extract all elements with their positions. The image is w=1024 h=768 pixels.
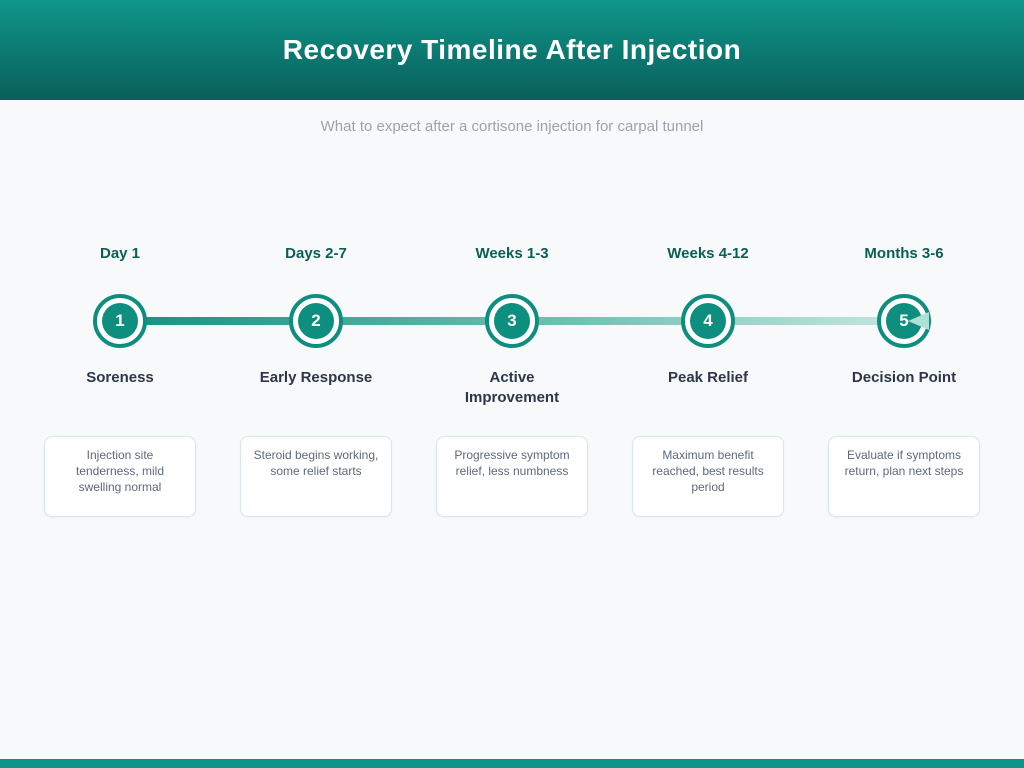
- page-subtitle: What to expect after a cortisone injecti…: [320, 118, 704, 135]
- timeline-nodes-row: 1 2 3 4 5: [22, 294, 1002, 354]
- stage-card-3: Progressive symptom relief, less numbnes…: [436, 436, 588, 517]
- timeline-arrowhead-icon: [908, 312, 929, 330]
- timeline-node-5: 5: [877, 294, 931, 348]
- stage-card-1: Injection site tenderness, mild swelling…: [44, 436, 196, 517]
- header-banner: Recovery Timeline After Injection: [0, 0, 1024, 100]
- timeline-node-4: 4: [681, 294, 735, 348]
- stage-title-4: Peak Relief: [667, 369, 749, 386]
- timeline-dates-row: Day 1 Days 2-7 Weeks 1-3 Weeks 4-12 Mont…: [22, 245, 1002, 267]
- stage-number-3: 3: [494, 303, 530, 339]
- stage-title-2: Early Response: [259, 369, 373, 386]
- stage-description-3: Progressive symptom relief, less numbnes…: [454, 448, 570, 478]
- stage-date-3: Weeks 1-3: [475, 245, 549, 262]
- stage-card-2: Steroid begins working, some relief star…: [240, 436, 392, 517]
- page-title: Recovery Timeline After Injection: [282, 34, 742, 65]
- timeline-cards-row: Injection site tenderness, mild swelling…: [22, 436, 1002, 517]
- stage-number-1: 1: [102, 303, 138, 339]
- timeline: Day 1 Days 2-7 Weeks 1-3 Weeks 4-12 Mont…: [22, 245, 1002, 517]
- stage-date-4: Weeks 4-12: [667, 245, 749, 262]
- stage-card-5: Evaluate if symptoms return, plan next s…: [828, 436, 980, 517]
- stage-number-4: 4: [690, 303, 726, 339]
- stage-description-2: Steroid begins working, some relief star…: [253, 448, 379, 478]
- stage-title-5: Decision Point: [851, 369, 957, 386]
- stage-number-2: 2: [298, 303, 334, 339]
- stage-card-4: Maximum benefit reached, best results pe…: [632, 436, 784, 517]
- stage-description-1: Injection site tenderness, mild swelling…: [75, 448, 165, 494]
- stage-description-5: Evaluate if symptoms return, plan next s…: [844, 448, 964, 478]
- stage-date-5: Months 3-6: [864, 245, 944, 262]
- stage-description-4: Maximum benefit reached, best results pe…: [652, 448, 764, 494]
- timeline-node-2: 2: [289, 294, 343, 348]
- timeline-node-3: 3: [485, 294, 539, 348]
- stage-date-2: Days 2-7: [285, 245, 347, 262]
- stage-date-1: Day 1: [99, 245, 141, 262]
- footer-bar: [0, 759, 1024, 768]
- timeline-node-1: 1: [93, 294, 147, 348]
- timeline-titles-row: Soreness Early Response Active Improveme…: [22, 368, 1002, 416]
- stage-title-1: Soreness: [86, 369, 154, 386]
- stage-title-3: Active Improvement: [464, 369, 560, 406]
